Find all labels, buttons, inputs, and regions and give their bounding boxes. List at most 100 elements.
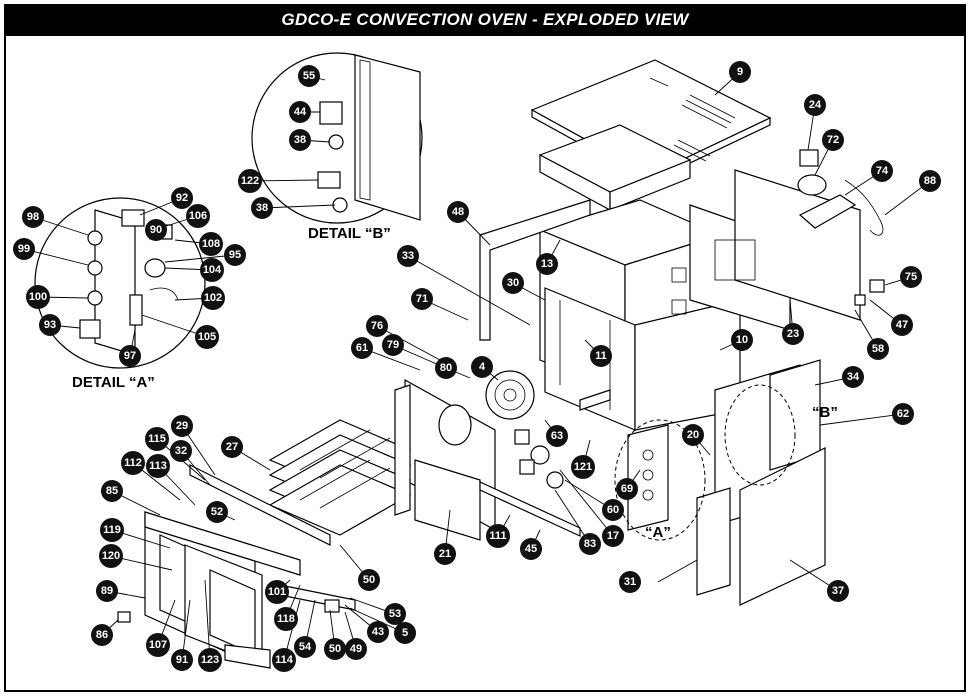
callout-83: 83 [579,533,601,555]
callout-circle [345,638,367,660]
callout-number: 52 [211,506,223,518]
callout-number: 88 [924,175,936,187]
callout-number: 92 [176,192,188,204]
callout-number: 53 [389,608,401,620]
callout-99: 99 [13,238,35,260]
rack-supports [189,384,581,546]
callout-circle [351,337,373,359]
callout-number: 93 [44,319,56,331]
callout-number: 62 [897,408,909,420]
detail-a-label: DETAIL “A” [72,374,155,391]
callout-number: 114 [275,654,294,666]
callout-number: 33 [402,250,414,262]
callout-number: 29 [176,420,188,432]
callout-circle [892,403,914,425]
callout-number: 76 [371,320,383,332]
callout-111: 111 [486,524,510,548]
callout-52: 52 [206,501,228,523]
callout-number: 37 [832,585,844,597]
callout-54: 54 [294,636,316,658]
callout-44: 44 [289,101,311,123]
callout-86: 86 [91,624,113,646]
callout-number: 50 [329,643,341,655]
callout-number: 83 [584,538,596,550]
callout-circle [294,636,316,658]
callout-number: 24 [809,99,822,111]
callout-number: 95 [229,249,241,261]
callout-55: 55 [298,65,320,87]
detail-a-reference-ring [614,419,706,541]
oven-racks [268,419,481,541]
callout-34: 34 [842,366,864,388]
callout-circle [96,580,118,602]
callout-circle [731,329,753,351]
callout-number: 111 [489,530,506,542]
callout-number: 115 [148,433,166,445]
callout-circle [616,478,638,500]
callout-100: 100 [26,285,50,309]
callout-23: 23 [782,323,804,345]
callout-number: 74 [876,165,889,177]
callout-106: 106 [186,204,210,228]
callout-48: 48 [447,201,469,223]
callout-circle [26,285,50,309]
detail-a-bubble [34,197,206,369]
callout-circle [919,170,941,192]
callout-45: 45 [520,538,542,560]
callout-circle [265,580,289,604]
callout-number: 63 [551,430,563,442]
callout-circle [871,160,893,182]
callout-121: 121 [571,455,595,479]
callout-71: 71 [411,288,433,310]
callout-circle [298,65,320,87]
callout-104: 104 [200,258,224,282]
callout-61: 61 [351,337,373,359]
callout-circle [384,603,406,625]
callout-circle [827,580,849,602]
callout-number: 120 [102,550,120,562]
callout-29: 29 [171,415,193,437]
callout-33: 33 [397,245,419,267]
callout-number: 102 [204,292,222,304]
callout-number: 58 [872,343,884,355]
callout-number: 20 [687,429,699,441]
callout-circle [186,204,210,228]
callout-circle [238,169,262,193]
callout-118: 118 [274,607,298,631]
callout-circle [324,638,346,660]
callout-120: 120 [99,544,123,568]
callout-98: 98 [22,206,44,228]
side-panel-left [479,199,591,341]
callout-24: 24 [804,94,826,116]
callout-88: 88 [919,170,941,192]
callout-circle [682,424,704,446]
callout-circle [145,219,167,241]
callout-number: 60 [607,504,619,516]
callout-circle [100,518,124,542]
callout-number: 119 [103,524,121,536]
callout-number: 5 [402,627,408,639]
callout-13: 13 [536,253,558,275]
detail-b-reference-ring [724,384,796,486]
callout-circle [394,622,416,644]
callout-circle [366,315,388,337]
callout-circle [99,544,123,568]
ref-b-label: “B” [812,404,838,421]
callout-circle [536,253,558,275]
callout-number: 99 [18,243,30,255]
callout-number: 43 [372,626,384,638]
callout-number: 4 [479,361,486,373]
callout-circle [221,436,243,458]
callout-37: 37 [827,580,849,602]
callout-38: 38 [289,129,311,151]
callout-30: 30 [502,272,524,294]
callout-97: 97 [119,345,141,367]
title-bar: GDCO-E CONVECTION OVEN - EXPLODED VIEW [4,4,966,36]
callout-circle [602,525,624,547]
callout-circle [822,129,844,151]
callout-119: 119 [100,518,124,542]
callout-circle [590,345,612,367]
callout-circle [22,206,44,228]
callout-circle [471,356,493,378]
callout-47: 47 [891,314,913,336]
